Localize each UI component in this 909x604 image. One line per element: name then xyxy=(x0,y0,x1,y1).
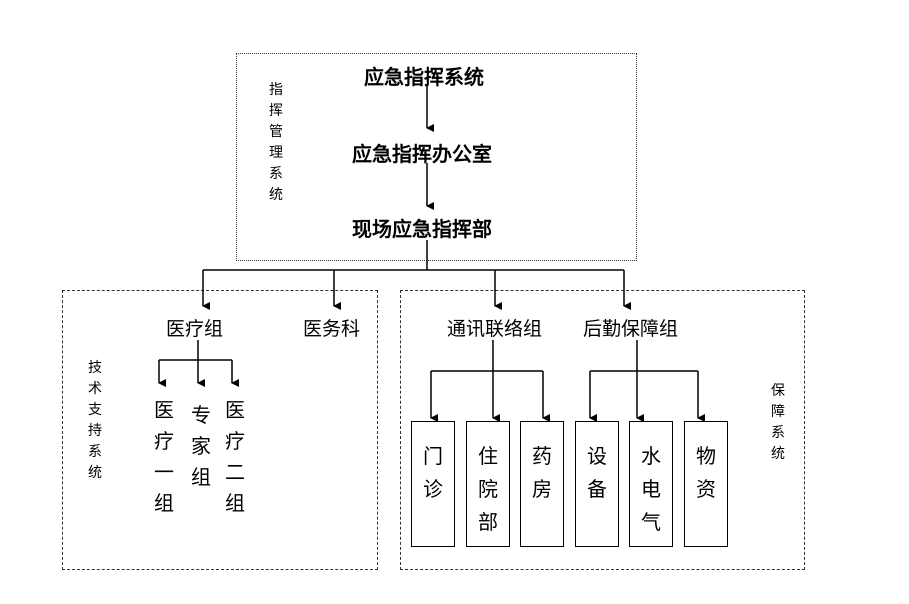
emergency-command-system: 应急指挥系统 xyxy=(364,65,484,89)
equipment-unit: 设备 xyxy=(575,421,619,547)
field-emergency-command: 现场应急指挥部 xyxy=(352,217,492,241)
utilities-unit: 水电气 xyxy=(629,421,673,547)
equipment-label: 设备 xyxy=(587,444,607,501)
technical-support-label: 技术支持系统 xyxy=(88,360,102,481)
technical-support-group xyxy=(62,290,378,570)
outpatient-unit: 门诊 xyxy=(411,421,455,547)
supplies-label: 物资 xyxy=(696,444,716,501)
medical-team-2: 医疗二组 xyxy=(225,398,245,515)
support-system-group xyxy=(400,290,805,570)
medical-affairs: 医务科 xyxy=(303,318,361,340)
medical-group: 医疗组 xyxy=(166,318,224,340)
command-system-label: 指挥管理系统 xyxy=(269,82,283,203)
pharmacy-label: 药房 xyxy=(532,444,552,501)
communication-group: 通讯联络组 xyxy=(447,318,543,340)
outpatient-label: 门诊 xyxy=(423,444,443,501)
emergency-command-office: 应急指挥办公室 xyxy=(352,142,492,166)
inpatient-label: 住院部 xyxy=(478,444,498,534)
logistics-group: 后勤保障组 xyxy=(583,318,679,340)
supplies-unit: 物资 xyxy=(684,421,728,547)
inpatient-unit: 住院部 xyxy=(466,421,510,547)
command-system-group xyxy=(236,53,637,261)
expert-group: 专家组 xyxy=(191,403,211,489)
support-system-label: 保障系统 xyxy=(771,383,785,462)
pharmacy-unit: 药房 xyxy=(520,421,564,547)
utilities-label: 水电气 xyxy=(641,444,661,534)
medical-team-1: 医疗一组 xyxy=(154,398,174,515)
